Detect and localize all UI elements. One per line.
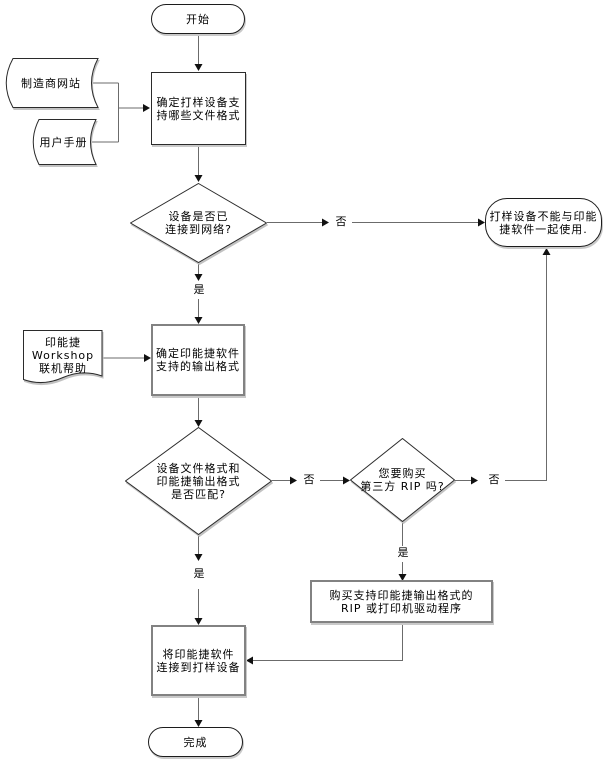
workshop-help-document: 印能捷 Workshop 联机帮助 — [23, 330, 103, 388]
arrowhead-right-icon — [343, 476, 350, 485]
edge-label-yes: 是 — [190, 567, 208, 581]
node-label-line: 持哪些文件格式 — [156, 108, 241, 122]
determine-device-formats-process: 确定打样设备支 持哪些文件格式 — [151, 72, 246, 145]
arrowhead-right-icon — [144, 354, 151, 362]
edge-d3-no-b — [505, 254, 547, 481]
connect-software-process: 将印能捷软件 连接到打样设备 — [151, 625, 246, 696]
arrowhead-left-icon — [246, 656, 253, 665]
user-manual-data: 用户手册 — [30, 119, 97, 165]
buy-rip-process: 购买支持印能捷输出格式的 RIP 或打印机驱动程序 — [310, 580, 493, 623]
arrowhead-down-icon — [194, 64, 203, 71]
document-shape — [23, 330, 103, 383]
node-label-line: 打样设备不能与印能 — [489, 209, 598, 223]
edge-label-yes: 是 — [394, 546, 412, 560]
arrowhead-down-icon — [398, 574, 407, 581]
arrowhead-right-icon — [471, 476, 478, 485]
start-terminator: 开始 — [151, 4, 245, 34]
decision-diamond-shape — [125, 427, 272, 535]
edge-label-no: 否 — [300, 473, 318, 487]
arrowhead-right-icon — [322, 218, 329, 227]
node-label: 设备文件格式和 印能捷输出格式 是否匹配? — [156, 461, 241, 501]
node-label: 用户手册 — [39, 135, 88, 149]
arrowhead-down-icon — [194, 317, 203, 324]
stored-data-shape — [32, 119, 97, 165]
buy-third-party-rip-decision: 您要购买 第三方 RIP 吗? — [350, 438, 455, 522]
edge-p3-to-p4 — [253, 623, 403, 661]
formats-match-decision: 设备文件格式和 印能捷输出格式 是否匹配? — [125, 427, 272, 535]
node-label-line: 购买支持印能捷输出格式的 — [329, 588, 474, 602]
arrowhead-down-icon — [194, 618, 203, 625]
node-label-line: 支持的输出格式 — [156, 360, 240, 373]
edge-docs-to-p1 — [89, 82, 144, 143]
node-label-line: 连接到打样设备 — [156, 660, 241, 674]
edge-label-no: 否 — [332, 215, 350, 229]
decision-diamond-shape — [130, 183, 267, 263]
manufacturer-website-data: 制造商网站 — [3, 58, 99, 108]
node-label: 设备是否已 连接到网络? — [165, 210, 232, 236]
arrowhead-down-icon — [194, 274, 203, 281]
edge-label-no: 否 — [485, 473, 503, 487]
end-terminator: 完成 — [148, 727, 243, 757]
cannot-use-terminator: 打样设备不能与印能 捷软件一起使用. — [485, 198, 602, 247]
arrowhead-right-icon — [143, 104, 150, 112]
arrowhead-down-icon — [194, 175, 203, 182]
determine-output-formats-process: 确定印能捷软件 支持的输出格式 — [151, 324, 245, 396]
arrowhead-down-icon — [194, 554, 203, 561]
node-label-line: 确定印能捷软件 — [156, 347, 240, 360]
stored-data-shape — [5, 58, 99, 108]
node-label-line: 确定打样设备支 — [156, 95, 241, 109]
arrowhead-up-icon — [542, 248, 551, 255]
node-label: 您要购买 第三方 RIP 吗? — [360, 467, 445, 493]
node-label-line: 将印能捷软件 — [162, 647, 235, 661]
node-label: 开始 — [186, 12, 210, 26]
edge-label-yes: 是 — [190, 283, 208, 297]
arrowhead-down-icon — [194, 720, 203, 727]
arrowhead-right-icon — [478, 218, 485, 227]
node-label: 制造商网站 — [21, 76, 81, 90]
node-label-line: 捷软件一起使用. — [499, 222, 588, 236]
node-label-line: RIP 或打印机驱动程序 — [340, 601, 463, 615]
node-label: 印能捷 Workshop 联机帮助 — [31, 335, 95, 375]
arrowhead-right-icon — [290, 476, 297, 485]
arrowhead-down-icon — [194, 420, 203, 427]
network-connected-decision: 设备是否已 连接到网络? — [130, 183, 267, 263]
node-label: 完成 — [183, 735, 208, 749]
decision-diamond-shape — [350, 438, 455, 522]
